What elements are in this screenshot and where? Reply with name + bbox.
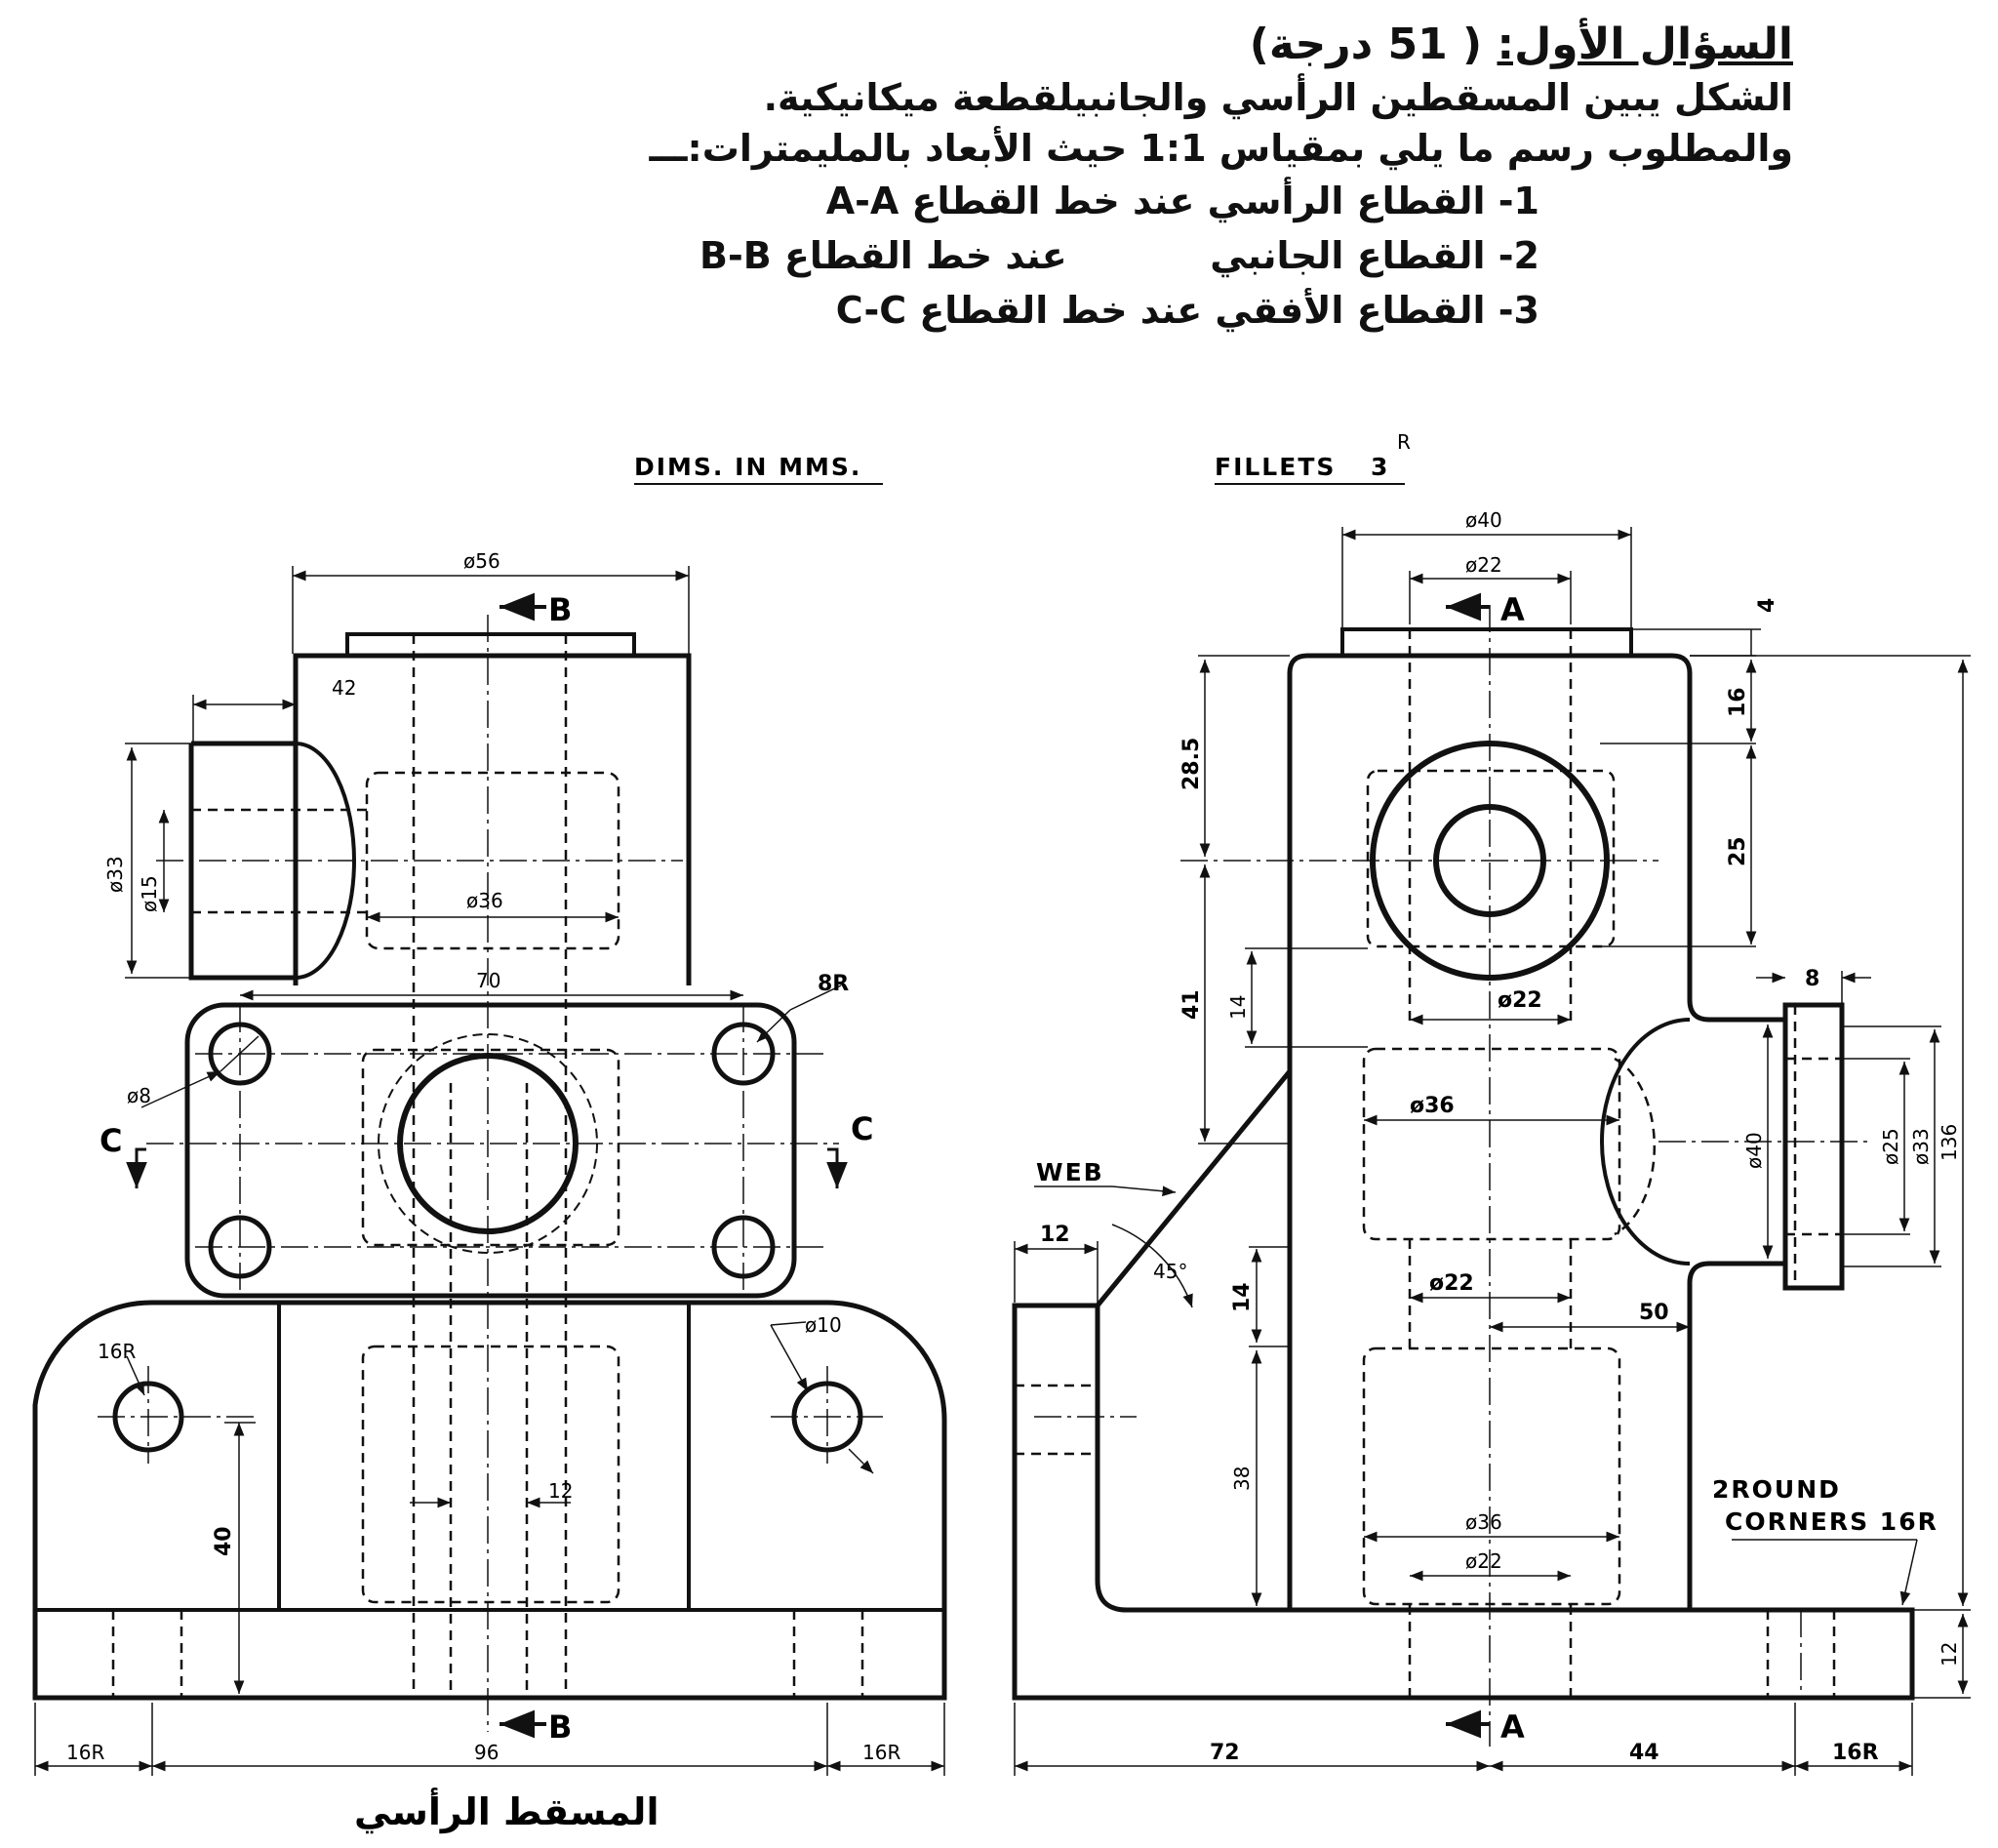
- task-item-1: 1- القطاع الرأسي عند خط القطاع A-A: [330, 174, 1539, 228]
- dim-side-4: 4: [1755, 598, 1779, 613]
- dim-side-25: 25: [1726, 836, 1750, 866]
- dim-front-70: 70: [476, 969, 500, 992]
- dim-side-12-base: 12: [1938, 1642, 1961, 1667]
- dim-side-22-mid: ø22: [1498, 988, 1542, 1013]
- task-item-2-text-cont: عند خط القطاع B-B: [699, 234, 1067, 277]
- section-line-a: [1446, 592, 1490, 1739]
- fillets-note: FILLETS: [1215, 453, 1336, 481]
- dim-side-12-web: 12: [1040, 1223, 1070, 1247]
- question-line-1: الشكل يبين المسقطين الرأسي والجانبيلقطعة…: [763, 76, 1793, 119]
- side-hidden-lines: [1015, 629, 1842, 1698]
- dim-side-38: 38: [1230, 1466, 1254, 1491]
- task-item-3: 3- القطاع الأفقي عند خط القطاع C-C: [330, 283, 1539, 338]
- dim-side-28-5: 28.5: [1179, 738, 1204, 790]
- dim-front-56: ø56: [463, 549, 500, 573]
- dim-front-40: 40: [212, 1526, 236, 1556]
- task-item-2: 2- القطاع الجانبي عند خط القطاع B-B: [330, 228, 1539, 283]
- dim-front-16r-left: 16R: [66, 1741, 104, 1764]
- dim-front-12: 12: [548, 1479, 573, 1503]
- dim-side-22-top: ø22: [1465, 553, 1502, 577]
- question-block: السؤال الأول: ( 51 درجة) الشكل يبين المس…: [330, 18, 1793, 338]
- task-item-1-number: 1-: [1498, 180, 1539, 222]
- dim-side-45: 45°: [1153, 1260, 1187, 1283]
- front-dimension-lines: [34, 566, 945, 1776]
- side-view: [1012, 627, 1915, 1701]
- dim-front-15: ø15: [138, 875, 161, 912]
- front-view: [32, 632, 947, 1701]
- dim-side-44: 44: [1629, 1741, 1659, 1765]
- task-item-3-number: 3-: [1498, 289, 1539, 332]
- dim-side-22-low: ø22: [1429, 1271, 1474, 1296]
- dim-side-72: 72: [1210, 1741, 1240, 1765]
- question-label: السؤال الأول:: [1497, 20, 1793, 69]
- dim-side-16r: 16R: [1832, 1741, 1879, 1765]
- section-line-b: [500, 592, 546, 1739]
- section-label-b-top: B: [548, 591, 572, 628]
- dim-front-96: 96: [474, 1741, 499, 1764]
- dim-front-36: ø36: [466, 889, 503, 912]
- dim-side-25-boss: ø25: [1879, 1128, 1902, 1165]
- dims-note: DIMS. IN MMS.: [634, 453, 861, 481]
- dim-side-33-boss: ø33: [1909, 1128, 1933, 1165]
- dim-side-14a: 14: [1226, 995, 1250, 1020]
- section-label-c-right: C: [851, 1110, 873, 1147]
- front-view-caption: المسقط الرأسي: [354, 1788, 659, 1833]
- dim-front-33: ø33: [103, 856, 127, 893]
- round-corners-label-1: 2ROUND: [1712, 1475, 1841, 1504]
- dim-front-10: ø10: [805, 1313, 842, 1337]
- dim-side-40-top: ø40: [1465, 508, 1502, 532]
- dim-side-41: 41: [1179, 989, 1204, 1020]
- dim-front-8: ø8: [127, 1084, 151, 1107]
- section-label-c-left: C: [100, 1122, 122, 1159]
- section-label-a-bottom: A: [1500, 1708, 1525, 1746]
- fillets-value: 3: [1371, 453, 1389, 481]
- section-label-a-top: A: [1500, 591, 1525, 628]
- dim-front-8r: 8R: [818, 972, 849, 996]
- dim-front-16r-right: 16R: [862, 1741, 900, 1764]
- task-item-1-text: القطاع الرأسي عند خط القطاع A-A: [825, 180, 1486, 222]
- question-title: السؤال الأول: ( 51 درجة): [330, 18, 1793, 72]
- question-grade: ( 51 درجة): [1249, 20, 1483, 69]
- side-dimension-lines: [1014, 527, 1971, 1776]
- section-line-c: [126, 1147, 848, 1188]
- dim-side-136: 136: [1938, 1124, 1961, 1161]
- section-label-b-bottom: B: [548, 1708, 572, 1746]
- dim-side-8: 8: [1805, 967, 1819, 991]
- dim-side-40-boss: ø40: [1742, 1132, 1766, 1169]
- dim-front-42: 42: [332, 676, 356, 700]
- question-line-2: والمطلوب رسم ما يلي بمقياس 1:1 حيث الأبع…: [649, 127, 1793, 170]
- web-label: WEB: [1036, 1158, 1104, 1186]
- front-center-lines: [98, 615, 883, 1732]
- side-center-lines: [1034, 605, 1873, 1747]
- dim-front-16r: 16R: [98, 1340, 136, 1363]
- fillets-unit: R: [1397, 430, 1411, 454]
- dim-side-36-bottom: ø36: [1465, 1510, 1502, 1534]
- dim-side-22-bottom: ø22: [1465, 1549, 1502, 1573]
- round-corners-label-2: CORNERS 16R: [1725, 1507, 1938, 1536]
- dim-side-36: ø36: [1410, 1094, 1455, 1118]
- task-item-3-text: القطاع الأفقي عند خط القطاع C-C: [835, 289, 1486, 332]
- task-item-2-text: القطاع الجانبي: [1210, 234, 1486, 277]
- task-item-2-number: 2-: [1498, 234, 1539, 277]
- dim-side-16: 16: [1726, 687, 1750, 717]
- dim-side-50: 50: [1639, 1301, 1669, 1325]
- dim-side-14b: 14: [1230, 1282, 1255, 1312]
